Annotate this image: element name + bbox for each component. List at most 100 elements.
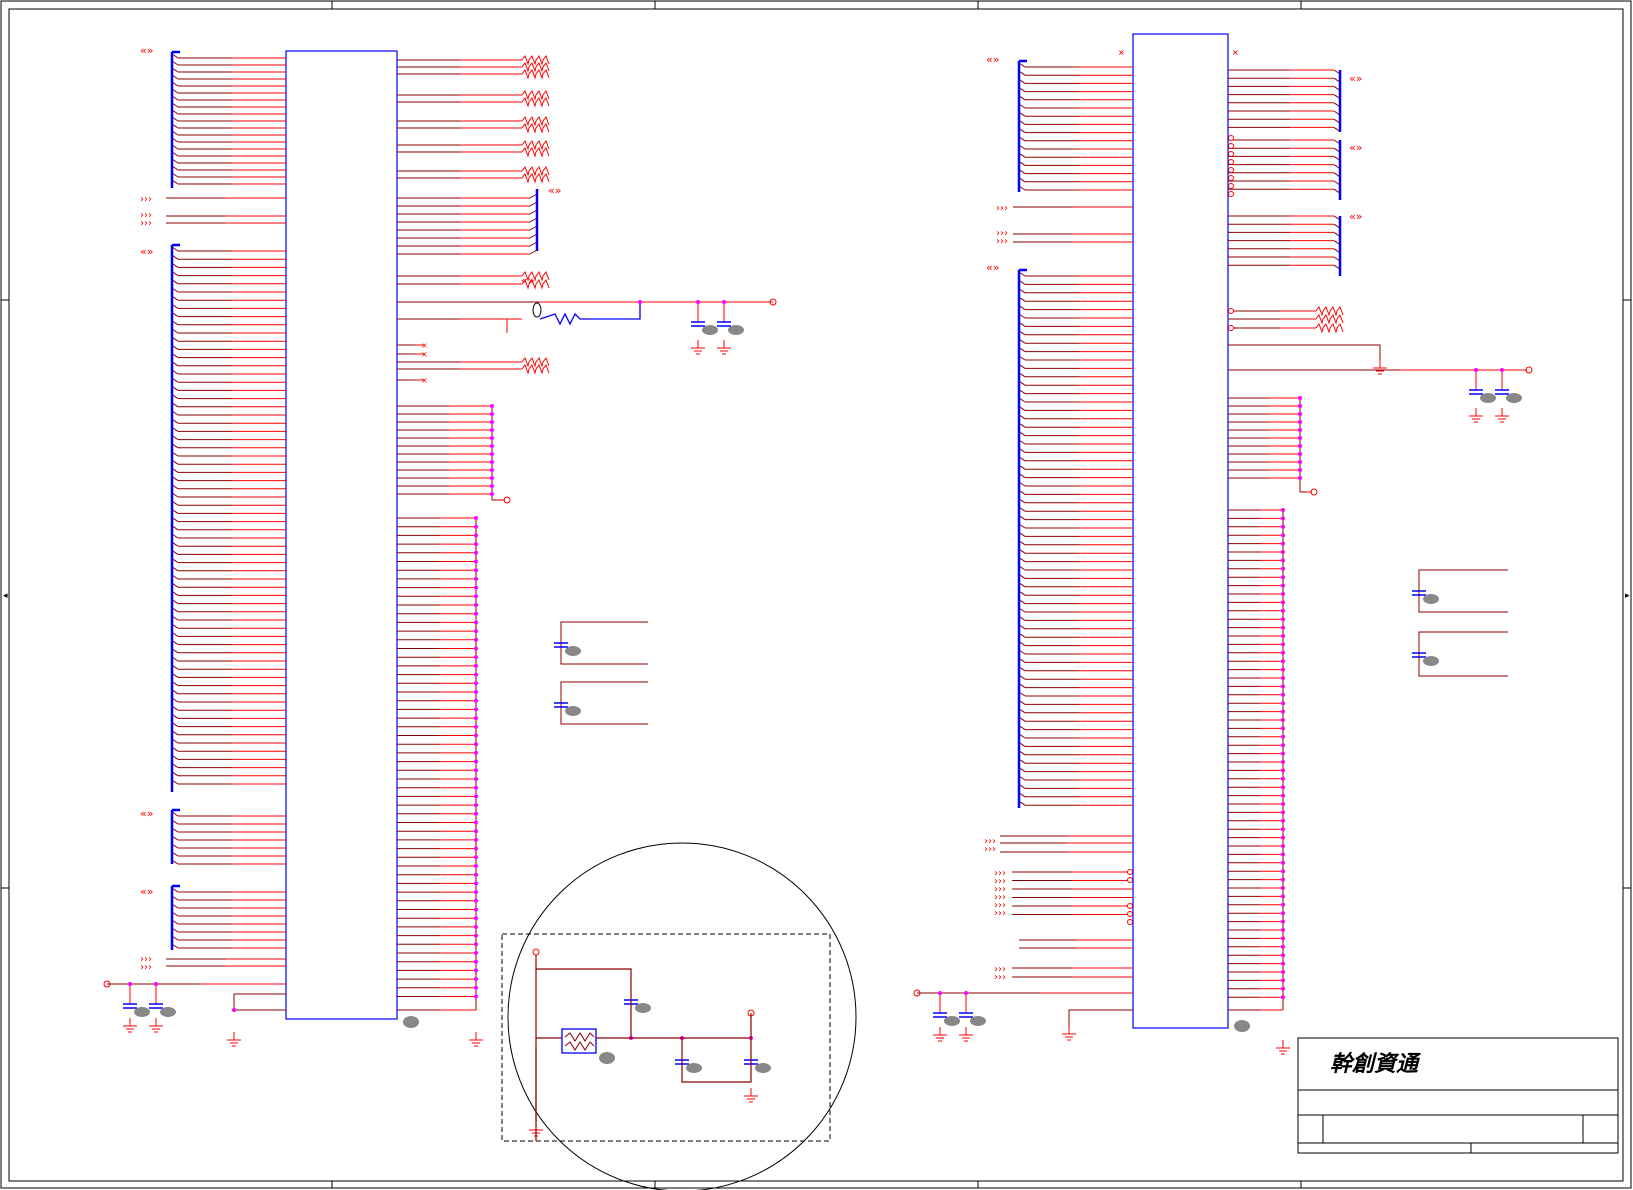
junction-dot [1281,793,1285,798]
junction-dot [1281,625,1285,630]
ferrite-bead [532,302,542,318]
inverted-pin [1228,325,1234,331]
net-label-marker [521,96,550,108]
junction-dot [1281,583,1285,588]
junction-dot [1281,970,1285,974]
junction-dot [474,620,478,625]
junction-dot [1281,978,1285,983]
junction-dot [1281,516,1285,521]
port-arrow: ››› [984,836,996,847]
inverted-pin [1127,911,1133,917]
junction-dot [474,681,478,686]
junction-dot [474,829,478,834]
junction-dot [474,542,478,547]
junction-dot [490,404,494,408]
junction-dot [1281,659,1285,664]
junction-dot [638,300,642,304]
junction-dot [474,768,478,773]
junction-dot [474,907,478,912]
part-tag-badge [565,646,581,656]
junction-dot [1281,508,1285,512]
junction-dot [1281,785,1285,790]
inverted-pin [1228,308,1234,314]
offpage-connector: «» [140,44,153,57]
part-tag-badge [755,1063,771,1073]
junction-dot [474,916,478,921]
junction-dot [1281,533,1285,538]
junction-dot [1298,404,1302,408]
port-arrow: ››› [996,228,1008,239]
junction-dot [1281,936,1285,941]
junction-dot [474,811,478,816]
junction-dot [474,594,478,599]
junction-dot [1281,524,1285,529]
junction-dot [1281,726,1285,731]
inverted-pin [1127,869,1133,875]
offpage-connector: «» [548,184,561,197]
junction-dot [474,672,478,677]
junction-dot [1281,877,1285,882]
junction-dot [1281,709,1285,714]
junction-dot [1281,986,1285,991]
junction-dot [474,881,478,886]
no-connect-mark: × [1232,48,1239,57]
junction-dot [474,690,478,694]
title-block [1297,1037,1619,1154]
junction-dot [474,994,478,999]
junction-dot [1281,869,1285,874]
net-label-marker [521,165,550,177]
junction-dot [474,733,478,738]
junction-dot [474,837,478,842]
offpage-connector: «» [1349,72,1362,85]
junction-dot [474,872,478,877]
port-arrow: ››› [994,868,1006,879]
net-label-marker [521,363,550,375]
net-label-marker [521,278,550,290]
junction-dot [474,516,478,520]
port-arrow: ››› [140,954,152,965]
no-connect-mark: × [1118,48,1125,57]
junction-dot [1281,760,1285,764]
net-label-marker [521,122,550,134]
junction-dot [1281,919,1285,924]
part-tag-badge [728,325,744,335]
port-arrow: ››› [994,876,1006,887]
inverted-pin [1228,159,1234,165]
chip-u2-body [1132,33,1229,1029]
junction-dot [1474,368,1478,372]
junction-dot [474,550,478,555]
junction-dot [490,452,494,456]
junction-dot [1281,743,1285,748]
junction-dot [1298,476,1302,480]
junction-dot [490,492,494,496]
junction-dot [1298,396,1302,400]
port-arrow: ››› [140,194,152,205]
junction-dot [474,698,478,703]
junction-dot [1281,684,1285,689]
junction-dot [474,611,478,616]
port-arrow: ››› [984,844,996,855]
part-tag-badge [1234,1020,1250,1032]
part-tag-badge [970,1016,986,1026]
port-arrow: ››› [996,203,1008,214]
junction-dot [474,707,478,712]
net-label-marker [1315,305,1344,317]
junction-dot [474,968,478,973]
port-arrow: ››› [140,218,152,229]
junction-dot [1281,944,1285,949]
junction-dot [1281,541,1285,546]
no-connect-mark: × [1118,48,1125,57]
no-connect-mark: × [421,341,428,350]
junction-dot [1281,894,1285,899]
junction-dot [474,803,478,808]
net-label-marker [1315,313,1344,325]
net-label-marker [521,115,550,127]
port-arrow: ››› [994,900,1006,911]
junction-dot [1281,558,1285,563]
junction-dot [1281,692,1285,697]
junction-dot [1281,667,1285,672]
junction-dot [1281,886,1285,890]
junction-dot [490,412,494,416]
junction-dot [1298,452,1302,456]
net-label-marker [521,146,550,158]
